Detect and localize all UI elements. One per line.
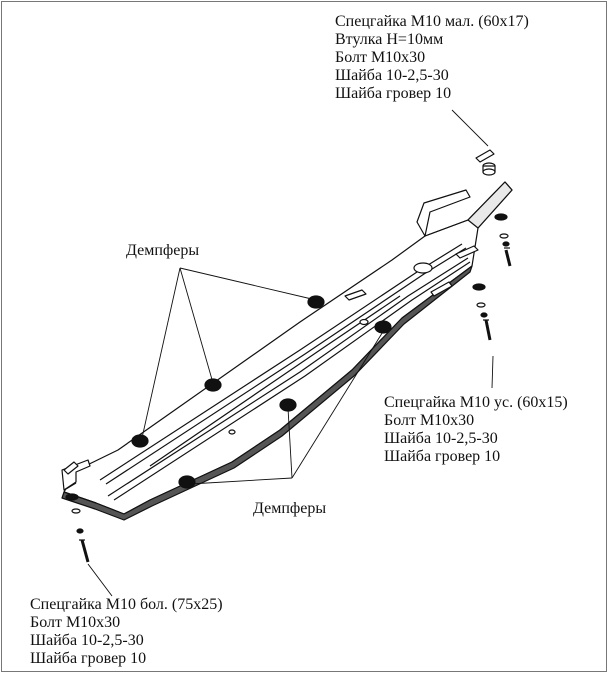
damper-1 (307, 295, 325, 309)
callout-middle-right-line-3: Шайба 10-2,5-30 (384, 430, 498, 447)
callout-middle-right: Спецгайка М10 ус. (60х15) Болт М10х30 Ша… (384, 394, 568, 466)
leader-bottom-left (87, 563, 113, 597)
callout-top-right-line-5: Шайба гровер 10 (335, 85, 452, 102)
callout-top-right-line-1: Спецгайка М10 мал. (60х17) (335, 13, 529, 30)
damper-2 (374, 320, 392, 334)
rib-lower-2 (113, 261, 471, 501)
callout-bottom-left: Спецгайка М10 бол. (75х25) Болт М10х30 Ш… (30, 596, 223, 668)
rib-lower-1 (107, 257, 469, 497)
damper-6 (178, 475, 196, 489)
callout-middle-right-line-1: Спецгайка М10 ус. (60х15) (384, 394, 568, 411)
fastener-stack-bottom (63, 461, 90, 563)
callout-bottom-left-line-1: Спецгайка М10 бол. (75х25) (30, 596, 223, 613)
leader-dampers-lower-1 (291, 329, 385, 479)
plate-hole-small (359, 318, 369, 326)
leader-middle-right (491, 355, 494, 389)
label-dampers-upper: Демпферы (126, 242, 200, 259)
fastener-stack-top (475, 149, 512, 267)
rear-bracket-face (467, 181, 513, 229)
leader-dampers-lower-3 (189, 477, 293, 485)
callout-middle-right-line-2: Болт М10х30 (384, 412, 475, 429)
callout-top-right: Спецгайка М10 мал. (60х17) Втулка Н=10мм… (335, 13, 529, 103)
rib-center (149, 295, 401, 467)
damper-5 (131, 434, 149, 448)
callout-top-right-line-2: Втулка Н=10мм (335, 31, 444, 48)
plate-hole-large (413, 262, 433, 274)
callout-bottom-left-line-4: Шайба гровер 10 (30, 650, 147, 667)
fastener-stack-middle (455, 245, 492, 341)
leader-dampers-upper-2 (179, 267, 214, 384)
damper-3 (204, 378, 222, 392)
leader-top-right (451, 109, 489, 147)
callout-top-right-line-3: Болт М10х30 (335, 49, 426, 66)
callout-bottom-left-line-3: Шайба 10-2,5-30 (30, 632, 144, 649)
leader-dampers-lower-2 (287, 407, 293, 479)
rib-upper-2 (105, 247, 467, 485)
slot-upper (344, 289, 367, 301)
plate-hole-front (228, 429, 236, 435)
slot-right (430, 281, 453, 297)
label-dampers-lower: Демпферы (253, 500, 327, 517)
leader-dampers-upper-3 (141, 267, 181, 439)
plate-edge-shade (61, 265, 473, 521)
callout-top-right-line-4: Шайба 10-2,5-30 (335, 67, 449, 84)
callout-bottom-left-line-2: Болт М10х30 (30, 614, 121, 631)
rib-upper-1 (99, 243, 463, 481)
leader-dampers-upper-1 (179, 267, 317, 301)
callout-middle-right-line-4: Шайба гровер 10 (384, 448, 501, 465)
